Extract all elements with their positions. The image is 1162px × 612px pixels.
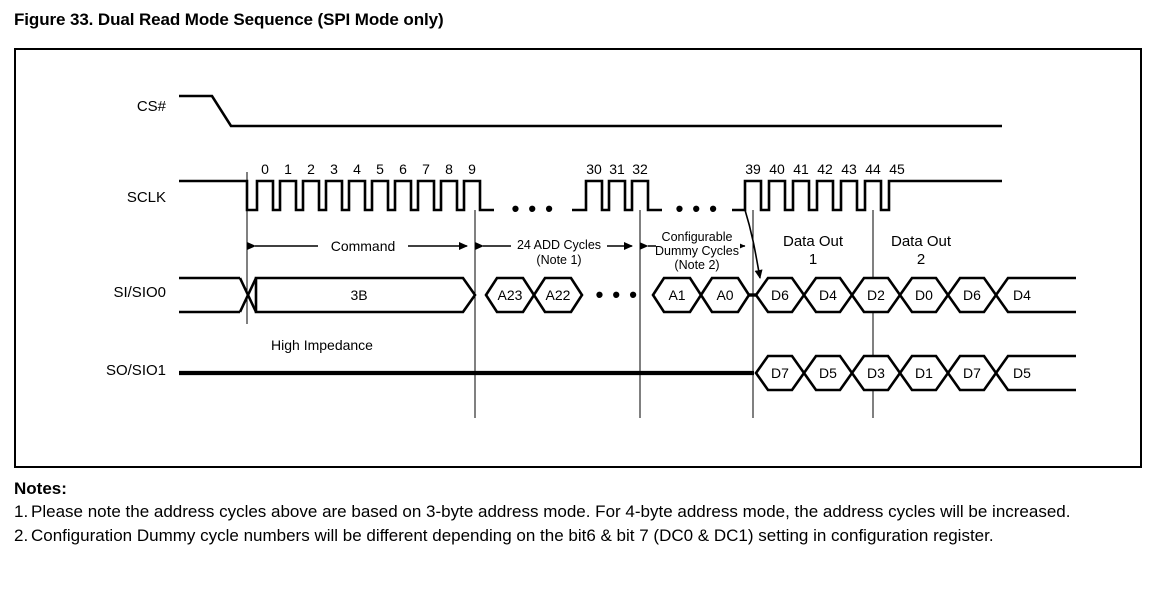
annotation-label-dataout2-line2: 2 bbox=[917, 251, 925, 268]
note-item: 1. Please note the address cycles above … bbox=[14, 501, 1154, 523]
annotation-label-dataout2-line1: Data Out bbox=[891, 233, 952, 250]
sio0-address-cell bbox=[532, 276, 584, 314]
note-body: Please note the address cycles above are… bbox=[31, 501, 1154, 523]
note-line: configuration register. bbox=[831, 525, 994, 545]
sio0-data-open-bottom bbox=[994, 294, 1076, 314]
annotation-dummy-cycles: Configurable Dummy Cycles (Note 2) bbox=[640, 230, 746, 272]
waveform-sio1: High Impedance D7 D5 D3 D1 D7 D5 bbox=[179, 337, 1076, 392]
sio0-data-open-top bbox=[994, 276, 1076, 296]
cycle-number: 7 bbox=[422, 161, 430, 177]
waveform-sclk-segment-2 bbox=[572, 179, 662, 212]
sample-point-arrow bbox=[744, 209, 763, 279]
annotation-label-dummy-line3: (Note 2) bbox=[674, 258, 719, 272]
notes-heading: Notes: bbox=[14, 479, 67, 498]
cycle-number: 2 bbox=[307, 161, 315, 177]
annotation-add-cycles: 24 ADD Cycles (Note 1) bbox=[475, 236, 633, 267]
sio1-data-value: D7 bbox=[963, 365, 981, 381]
note-line: Please note the address cycles above are… bbox=[31, 502, 884, 522]
signal-label-sio0: SI/SIO0 bbox=[113, 284, 166, 301]
waveform-sio0: 3B A23 A22 • • • A1 A0 D6 D4 D2 D0 bbox=[179, 276, 1076, 314]
cycle-number: 4 bbox=[353, 161, 361, 177]
cycle-number: 3 bbox=[330, 161, 338, 177]
cycle-number: 8 bbox=[445, 161, 453, 177]
annotation-label-dummy-line2: Dummy Cycles bbox=[655, 244, 739, 258]
sio1-data-value: D3 bbox=[867, 365, 885, 381]
annotation-label-add-cycles-line1: 24 ADD Cycles bbox=[517, 238, 601, 252]
sio0-address-ellipsis: • • • bbox=[596, 282, 639, 307]
timing-diagram-svg: CS# SCLK SI/SIO0 SO/SIO1 0 1 2 3 4 5 6 7… bbox=[106, 94, 1076, 418]
cycle-number: 5 bbox=[376, 161, 384, 177]
sclk-ellipsis-1: • • • bbox=[512, 196, 555, 221]
annotation-label-dataout1-line2: 1 bbox=[809, 251, 817, 268]
command-label-bg bbox=[318, 236, 408, 256]
sio0-cross-b bbox=[238, 277, 258, 313]
sio0-address-value: A0 bbox=[716, 287, 733, 303]
cycle-number: 1 bbox=[284, 161, 292, 177]
note-item: 2. Configuration Dummy cycle numbers wil… bbox=[14, 525, 1154, 547]
sio0-data-value: D0 bbox=[915, 287, 933, 303]
clock-cycle-numbers: 0 1 2 3 4 5 6 7 8 9 30 31 32 39 40 41 42… bbox=[261, 161, 905, 177]
cycle-number: 40 bbox=[769, 161, 785, 177]
waveform-cs bbox=[179, 94, 1002, 128]
annotation-label-dummy-line1: Configurable bbox=[662, 230, 733, 244]
signal-label-sio1: SO/SIO1 bbox=[106, 362, 166, 379]
sio0-address-value: A22 bbox=[546, 287, 571, 303]
note-number: 2. bbox=[14, 525, 29, 545]
annotation-label-add-cycles-line2: (Note 1) bbox=[536, 253, 581, 267]
annotation-label-command: Command bbox=[331, 238, 396, 254]
sio0-data-value: D6 bbox=[771, 287, 789, 303]
note-line: Configuration Dummy cycle numbers will b… bbox=[31, 525, 827, 545]
sio0-command-cell bbox=[254, 276, 477, 314]
cycle-number: 9 bbox=[468, 161, 476, 177]
sio0-data-value: D4 bbox=[819, 287, 837, 303]
sio0-command-value: 3B bbox=[350, 287, 367, 303]
sio1-data-value: D1 bbox=[915, 365, 933, 381]
notes-section: Notes: 1. Please note the address cycles… bbox=[14, 478, 1154, 547]
note-number: 1. bbox=[14, 502, 29, 522]
sio1-data-open-bottom bbox=[994, 372, 1076, 392]
cycle-number: 31 bbox=[609, 161, 625, 177]
timing-diagram-frame: CS# SCLK SI/SIO0 SO/SIO1 0 1 2 3 4 5 6 7… bbox=[14, 48, 1142, 468]
high-impedance-label: High Impedance bbox=[271, 337, 373, 353]
cycle-number: 45 bbox=[889, 161, 905, 177]
waveform-sclk-segment-1 bbox=[179, 179, 494, 212]
cycle-number: 30 bbox=[586, 161, 602, 177]
annotation-label-dataout1-line1: Data Out bbox=[783, 233, 844, 250]
annotation-command: Command bbox=[247, 236, 468, 256]
note-line: cycles will be increased. bbox=[888, 502, 1071, 522]
cycle-number: 6 bbox=[399, 161, 407, 177]
cycle-number: 44 bbox=[865, 161, 881, 177]
signal-label-sclk: SCLK bbox=[127, 189, 166, 206]
sio0-data-value: D4 bbox=[1013, 287, 1031, 303]
sio1-data-value: D5 bbox=[1013, 365, 1031, 381]
sio1-data-open-top bbox=[994, 354, 1076, 374]
sio0-data-value: D2 bbox=[867, 287, 885, 303]
add-cycles-label-bg bbox=[511, 236, 607, 255]
cycle-number: 32 bbox=[632, 161, 648, 177]
waveform-sclk-segment-3 bbox=[732, 179, 1002, 212]
sio1-data-value: D5 bbox=[819, 365, 837, 381]
sio0-address-value: A23 bbox=[498, 287, 523, 303]
annotation-data-out-1: Data Out 1 bbox=[783, 233, 844, 268]
cycle-number: 0 bbox=[261, 161, 269, 177]
sio0-address-value: A1 bbox=[668, 287, 685, 303]
figure-title: Figure 33. Dual Read Mode Sequence (SPI … bbox=[14, 10, 444, 29]
sio0-data-value: D6 bbox=[963, 287, 981, 303]
sio1-data-value: D7 bbox=[771, 365, 789, 381]
cycle-number: 43 bbox=[841, 161, 857, 177]
note-body: Configuration Dummy cycle numbers will b… bbox=[31, 525, 1154, 547]
cycle-number: 42 bbox=[817, 161, 833, 177]
annotation-data-out-2: Data Out 2 bbox=[891, 233, 952, 268]
dummy-cycles-label-bg bbox=[656, 234, 740, 251]
cycle-number: 39 bbox=[745, 161, 761, 177]
sclk-ellipsis-2: • • • bbox=[676, 196, 719, 221]
cycle-number: 41 bbox=[793, 161, 809, 177]
signal-label-cs: CS# bbox=[137, 98, 167, 115]
